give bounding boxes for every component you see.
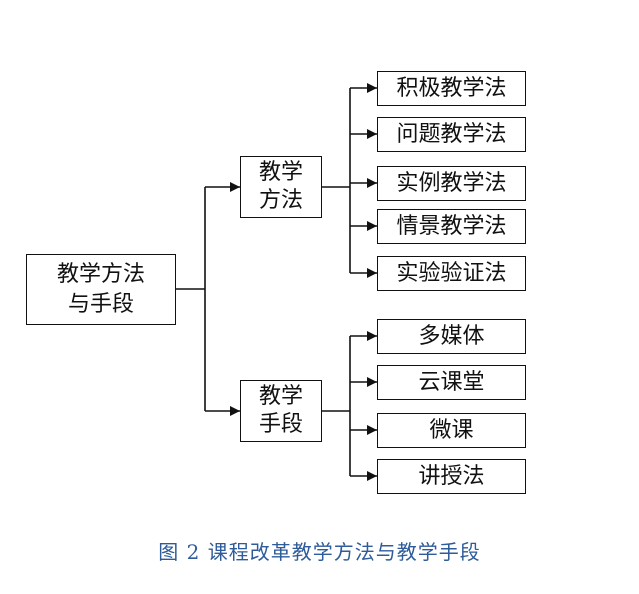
means-item-3: 微课 (377, 413, 526, 448)
root-node: 教学方法 与手段 (26, 254, 176, 325)
root-node-line-2: 与手段 (67, 291, 134, 317)
means-node: 教学 手段 (240, 380, 322, 442)
figure-caption: 图 2 课程改革教学方法与教学手段 (158, 540, 481, 564)
method-item-5: 实验验证法 (377, 256, 526, 291)
method-node-line-1: 教学 (258, 160, 303, 185)
method-item-3: 实例教学法 (377, 166, 526, 201)
means-item-1: 多媒体 (377, 319, 526, 354)
method-item-2: 问题教学法 (377, 117, 526, 152)
method-node: 教学 方法 (240, 156, 322, 218)
method-item-1: 积极教学法 (377, 71, 526, 106)
means-node-line-1: 教学 (258, 384, 303, 409)
means-item-4: 讲授法 (377, 459, 526, 494)
method-item-4: 情景教学法 (377, 209, 526, 244)
means-node-line-2: 手段 (258, 412, 303, 437)
root-node-line-1: 教学方法 (56, 261, 145, 287)
means-item-2: 云课堂 (377, 365, 526, 400)
method-node-line-2: 方法 (258, 188, 303, 213)
